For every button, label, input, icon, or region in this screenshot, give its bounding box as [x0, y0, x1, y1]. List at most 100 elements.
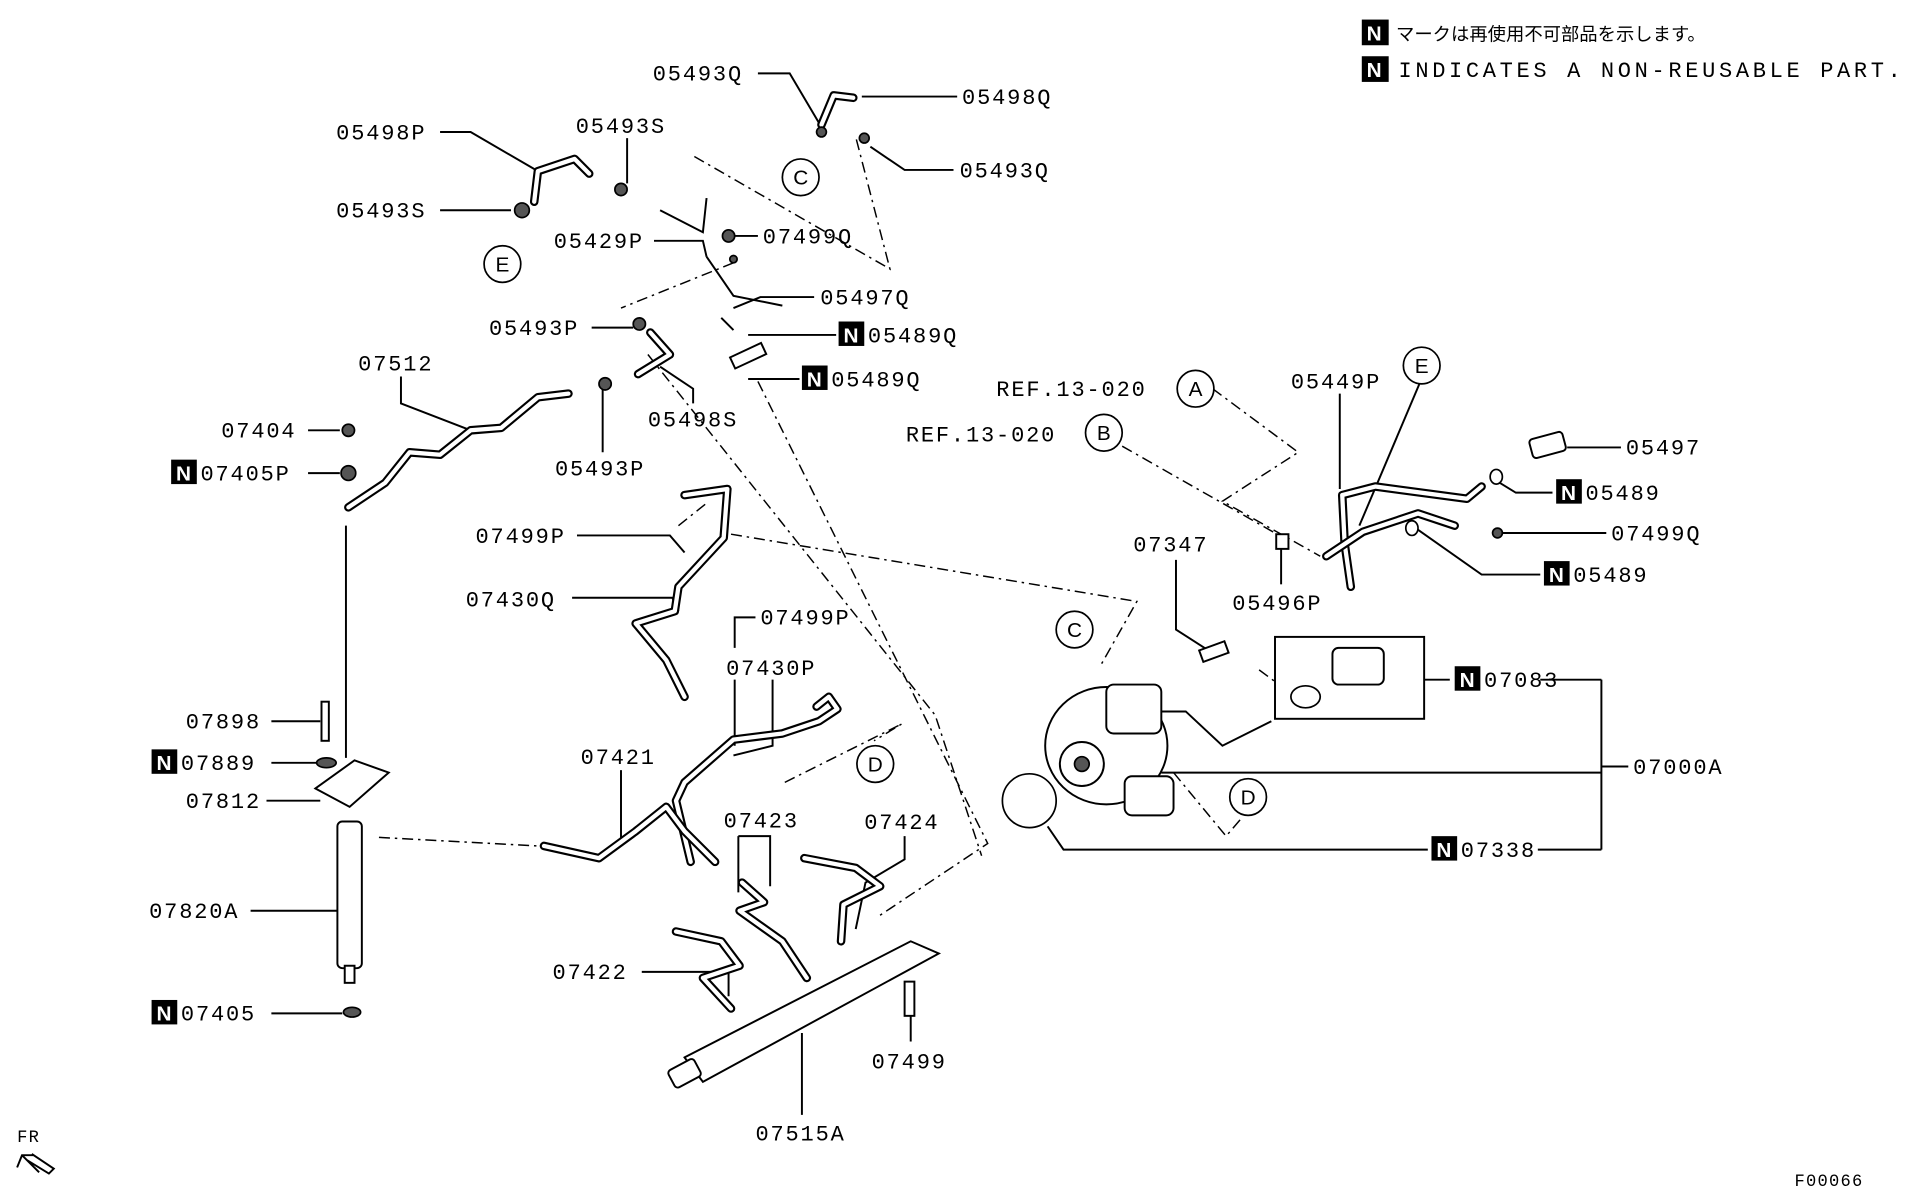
part-label[interactable]: 07422: [553, 961, 628, 986]
part-label[interactable]: 07820A: [149, 900, 239, 925]
clamp-07812: [313, 759, 391, 808]
callout-circle: [781, 158, 820, 197]
part-label[interactable]: 05489: [1585, 482, 1660, 507]
part-label[interactable]: 05497: [1626, 437, 1701, 462]
badge-letter: N: [1561, 482, 1576, 505]
callout-letter: C: [1067, 619, 1082, 642]
part-label[interactable]: 07405P: [200, 462, 290, 487]
front-arrow-icon: [16, 1153, 56, 1175]
callout-letter: B: [1097, 422, 1111, 445]
non-reusable-badge-icon: [1543, 561, 1570, 586]
part-label[interactable]: 07421: [581, 746, 656, 771]
part-label[interactable]: 07512: [358, 352, 433, 377]
bolt-07347: [1197, 639, 1230, 664]
non-reusable-badge-icon: [1556, 479, 1582, 504]
callout-circle: [856, 744, 895, 784]
part-label[interactable]: 07499P: [760, 607, 850, 632]
front-marker-label: FR: [17, 1129, 40, 1148]
part-label[interactable]: 05493S: [576, 115, 666, 140]
part-label[interactable]: 05497Q: [820, 286, 910, 311]
badge-letter: N: [1460, 669, 1475, 692]
non-reusable-badge-icon: [1454, 666, 1481, 691]
badge-letter: N: [1549, 564, 1564, 587]
pipe-07430q: [631, 484, 732, 702]
callout-circle: [1402, 346, 1441, 385]
part-label[interactable]: 07430Q: [466, 588, 556, 613]
part-label[interactable]: 07404: [221, 420, 296, 445]
non-reusable-badge-icon: [1431, 836, 1458, 861]
callout-circle: [1176, 369, 1215, 408]
badge-letter: N: [156, 752, 171, 775]
legend-english: INDICATES A NON-REUSABLE PART.: [1398, 59, 1904, 84]
badge-letter: N: [1367, 59, 1382, 82]
part-label[interactable]: 07430P: [726, 657, 816, 682]
part-label[interactable]: 05429P: [554, 230, 644, 255]
part-label[interactable]: 07515A: [755, 1123, 845, 1148]
non-reusable-badge-icon: [151, 999, 178, 1025]
part-label[interactable]: 05493P: [555, 458, 645, 483]
callout-marker: A: [1176, 369, 1215, 408]
part-label[interactable]: 07338: [1461, 839, 1536, 864]
callout-circle: [1084, 413, 1124, 452]
part-label[interactable]: 05489: [1573, 564, 1648, 589]
part-label[interactable]: 07499Q: [763, 225, 853, 250]
part-label[interactable]: 05493Q: [653, 63, 743, 88]
part-label[interactable]: 07499: [872, 1050, 947, 1075]
part-label[interactable]: REF.13-020: [906, 423, 1056, 448]
non-reusable-badge-icon: [1361, 19, 1389, 46]
part-label[interactable]: 07000A: [1633, 756, 1723, 781]
callout-marker: C: [781, 158, 820, 197]
part-label[interactable]: 07405: [181, 1003, 256, 1028]
legend-japanese: マークは再使用不可部品を示します。: [1396, 24, 1706, 45]
callout-letter: C: [793, 167, 808, 190]
badge-letter: N: [156, 1003, 171, 1026]
callout-letter: A: [1189, 378, 1203, 401]
callout-letter: E: [1415, 355, 1429, 378]
badge-letter: N: [1436, 839, 1451, 862]
part-label[interactable]: 07898: [186, 711, 261, 736]
non-reusable-badge-icon: [1361, 56, 1389, 82]
callout-letter: D: [1241, 786, 1256, 809]
non-reusable-badge-icon: [838, 321, 865, 346]
non-reusable-badge-icon: [151, 749, 178, 774]
part-label[interactable]: 05489Q: [868, 324, 958, 349]
badge-letter: N: [176, 462, 191, 485]
callout-circle: [483, 244, 522, 284]
callout-circle: [1228, 777, 1268, 817]
part-label[interactable]: 05449P: [1291, 371, 1381, 396]
legend: N マークは再使用不可部品を示します。 N INDICATES A NON-RE…: [1361, 19, 1904, 84]
part-label[interactable]: 07499Q: [1611, 522, 1701, 547]
part-label[interactable]: 07423: [724, 810, 799, 835]
o-ring-07338: [1001, 772, 1058, 829]
part-label[interactable]: 05489Q: [831, 368, 921, 393]
part-label[interactable]: 07424: [864, 811, 939, 836]
part-label[interactable]: 07083: [1484, 669, 1559, 694]
callout-marker: D: [1228, 777, 1268, 817]
part-label[interactable]: 05493P: [489, 317, 579, 342]
bolt-07898: [320, 700, 330, 742]
callout-marker: D: [856, 744, 895, 784]
part-label[interactable]: 05498S: [648, 409, 738, 434]
reference-lines: [378, 136, 1321, 918]
part-label[interactable]: 05498P: [336, 121, 426, 146]
part-label[interactable]: 05498Q: [962, 86, 1052, 111]
fuel-pump-07000a: [1001, 683, 1175, 829]
part-label[interactable]: 07812: [186, 790, 261, 815]
bolt-07499: [903, 980, 916, 1017]
pipe-05489q: [728, 341, 768, 370]
callout-marker: E: [1402, 346, 1441, 385]
part-label[interactable]: REF.13-020: [996, 378, 1146, 403]
harness-07512: [344, 389, 573, 512]
part-label[interactable]: 05496P: [1232, 592, 1322, 617]
part-label[interactable]: 07347: [1133, 533, 1208, 558]
part-label[interactable]: 05493S: [336, 200, 426, 225]
part-label[interactable]: 05493Q: [960, 159, 1050, 184]
figure-id: F00066: [1795, 1173, 1864, 1187]
part-label[interactable]: 07499P: [476, 525, 566, 550]
non-reusable-badge-icon: [801, 365, 828, 390]
badge-letter: N: [807, 368, 822, 391]
badge-letter: N: [1367, 22, 1382, 45]
part-label[interactable]: 07889: [181, 752, 256, 777]
callout-circle: [1055, 610, 1094, 649]
